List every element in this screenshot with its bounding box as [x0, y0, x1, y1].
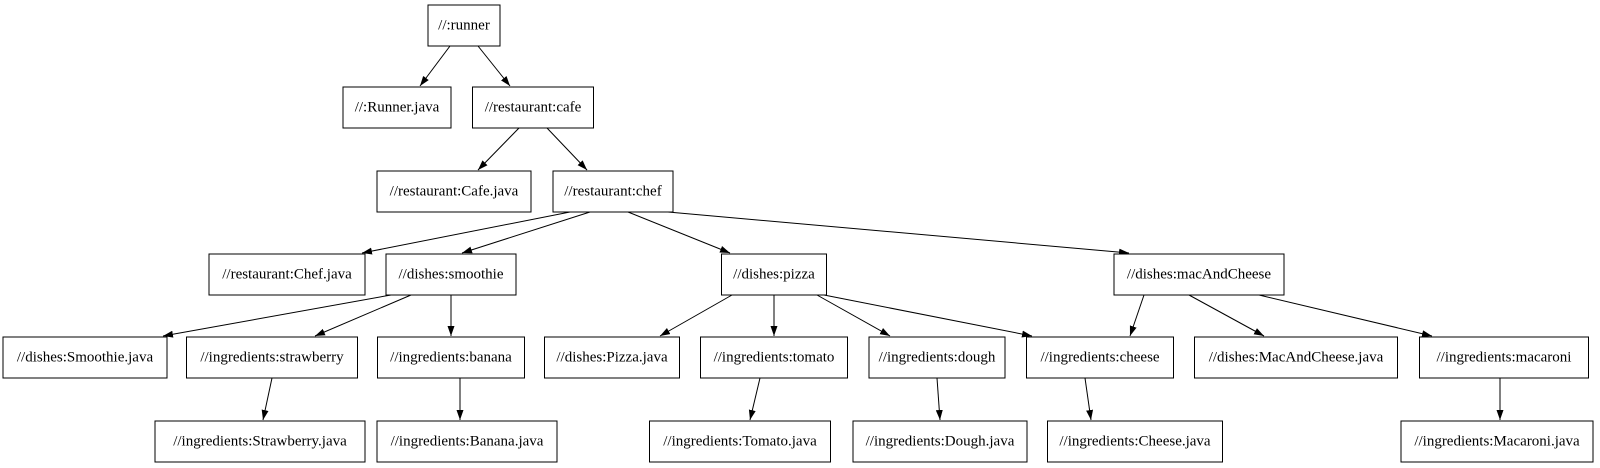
node-label-runner: //:runner — [438, 18, 490, 34]
node-label-banana_java: //ingredients:Banana.java — [391, 434, 544, 450]
node-label-pizza: //dishes:pizza — [733, 267, 815, 283]
edge-pizza-to-dough — [816, 294, 891, 337]
node-box-chef_java — [208, 253, 366, 296]
node-box-strawberry_java — [154, 420, 366, 463]
edge-runner-to-cafe — [477, 45, 511, 87]
node-box-pizza — [721, 253, 827, 296]
graph-node-strawberry: //ingredients:strawberry — [186, 336, 358, 379]
graph-node-pizza: //dishes:pizza — [721, 253, 827, 296]
edge-pizza-to-pizza_java — [659, 294, 733, 337]
node-label-banana: //ingredients:banana — [390, 350, 512, 366]
node-box-smoothie — [385, 253, 517, 296]
node-box-runner_java — [342, 86, 452, 129]
graph-node-macaroni_java: //ingredients:Macaroni.java — [1400, 420, 1594, 463]
node-box-macaroni_java — [1400, 420, 1594, 463]
edge-cafe-to-chef — [546, 127, 588, 171]
node-label-mac: //dishes:macAndCheese — [1127, 267, 1271, 283]
node-box-cheese — [1026, 336, 1174, 379]
edge-cafe-to-cafe_java — [477, 127, 520, 171]
node-label-runner_java: //:Runner.java — [355, 100, 440, 116]
node-label-mac_java: //dishes:MacAndCheese.java — [1209, 350, 1384, 366]
node-box-runner — [427, 4, 501, 47]
node-label-smoothie: //dishes:smoothie — [399, 267, 504, 283]
node-box-tomato_java — [649, 420, 831, 463]
graph-node-runner_java: //:Runner.java — [342, 86, 452, 129]
graph-node-mac: //dishes:macAndCheese — [1113, 253, 1285, 296]
edge-layer — [162, 45, 1504, 421]
edge-mac-to-mac_java — [1188, 294, 1265, 337]
graph-node-cheese_java: //ingredients:Cheese.java — [1047, 420, 1223, 463]
node-box-chef — [552, 170, 674, 213]
node-box-cafe — [472, 86, 594, 129]
node-label-tomato_java: //ingredients:Tomato.java — [663, 434, 817, 450]
node-label-macaroni: //ingredients:macaroni — [1437, 350, 1572, 366]
node-label-cafe_java: //restaurant:Cafe.java — [390, 184, 519, 200]
node-box-tomato — [700, 336, 848, 379]
node-label-cafe: //restaurant:cafe — [485, 100, 582, 116]
graph-node-banana: //ingredients:banana — [377, 336, 525, 379]
node-box-pizza_java — [544, 336, 680, 379]
graph-node-smoothie: //dishes:smoothie — [385, 253, 517, 296]
edge-runner-to-runner_java — [419, 45, 451, 87]
node-box-cheese_java — [1047, 420, 1223, 463]
graph-node-cafe_java: //restaurant:Cafe.java — [376, 170, 532, 213]
node-label-chef: //restaurant:chef — [564, 184, 661, 200]
edge-mac-to-cheese — [1129, 294, 1145, 337]
node-label-pizza_java: //dishes:Pizza.java — [556, 350, 668, 366]
node-box-macaroni — [1419, 336, 1589, 379]
node-label-cheese_java: //ingredients:Cheese.java — [1059, 434, 1211, 450]
edge-chef-to-smoothie — [461, 211, 591, 254]
node-box-banana — [377, 336, 525, 379]
node-label-smoothie_java: //dishes:Smoothie.java — [17, 350, 154, 366]
node-label-dough_java: //ingredients:Dough.java — [866, 434, 1015, 450]
node-label-strawberry: //ingredients:strawberry — [200, 350, 344, 366]
node-label-dough: //ingredients:dough — [879, 350, 996, 366]
graph-node-strawberry_java: //ingredients:Strawberry.java — [154, 420, 366, 463]
graph-node-chef_java: //restaurant:Chef.java — [208, 253, 366, 296]
graph-node-tomato_java: //ingredients:Tomato.java — [649, 420, 831, 463]
graph-node-pizza_java: //dishes:Pizza.java — [544, 336, 680, 379]
edge-chef-to-pizza — [627, 211, 731, 254]
node-box-mac — [1113, 253, 1285, 296]
node-box-dough_java — [852, 420, 1028, 463]
graph-node-tomato: //ingredients:tomato — [700, 336, 848, 379]
edge-strawberry-to-strawberry_java — [261, 377, 273, 421]
node-layer: //:runner //:Runner.java //restaurant:cafe… — [2, 4, 1594, 463]
graph-node-runner: //:runner — [427, 4, 501, 47]
node-box-mac_java — [1194, 336, 1398, 379]
node-box-strawberry — [186, 336, 358, 379]
edge-dough-to-dough_java — [935, 377, 943, 421]
edge-pizza-to-cheese — [823, 294, 1033, 338]
edge-chef-to-mac — [667, 211, 1130, 256]
node-box-smoothie_java — [2, 336, 168, 379]
edge-tomato-to-tomato_java — [748, 377, 761, 421]
edge-smoothie-to-smoothie_java — [162, 294, 392, 338]
graph-node-chef: //restaurant:chef — [552, 170, 674, 213]
node-box-dough — [868, 336, 1006, 379]
edge-mac-to-macaroni — [1258, 294, 1433, 338]
graph-node-smoothie_java: //dishes:Smoothie.java — [2, 336, 168, 379]
node-label-strawberry_java: //ingredients:Strawberry.java — [173, 434, 347, 450]
node-label-macaroni_java: //ingredients:Macaroni.java — [1414, 434, 1580, 450]
graph-node-banana_java: //ingredients:Banana.java — [376, 420, 558, 463]
node-label-chef_java: //restaurant:Chef.java — [222, 267, 352, 283]
graph-node-cheese: //ingredients:cheese — [1026, 336, 1174, 379]
graph-node-macaroni: //ingredients:macaroni — [1419, 336, 1589, 379]
node-box-banana_java — [376, 420, 558, 463]
node-label-cheese: //ingredients:cheese — [1040, 350, 1159, 366]
node-label-tomato: //ingredients:tomato — [714, 350, 835, 366]
node-box-cafe_java — [376, 170, 532, 213]
edge-smoothie-to-strawberry — [314, 294, 412, 337]
graph-node-cafe: //restaurant:cafe — [472, 86, 594, 129]
graph-node-dough_java: //ingredients:Dough.java — [852, 420, 1028, 463]
edge-chef-to-chef_java — [361, 211, 571, 255]
graph-node-dough: //ingredients:dough — [868, 336, 1006, 379]
graph-node-mac_java: //dishes:MacAndCheese.java — [1194, 336, 1398, 379]
edge-cheese-to-cheese_java — [1084, 377, 1094, 421]
